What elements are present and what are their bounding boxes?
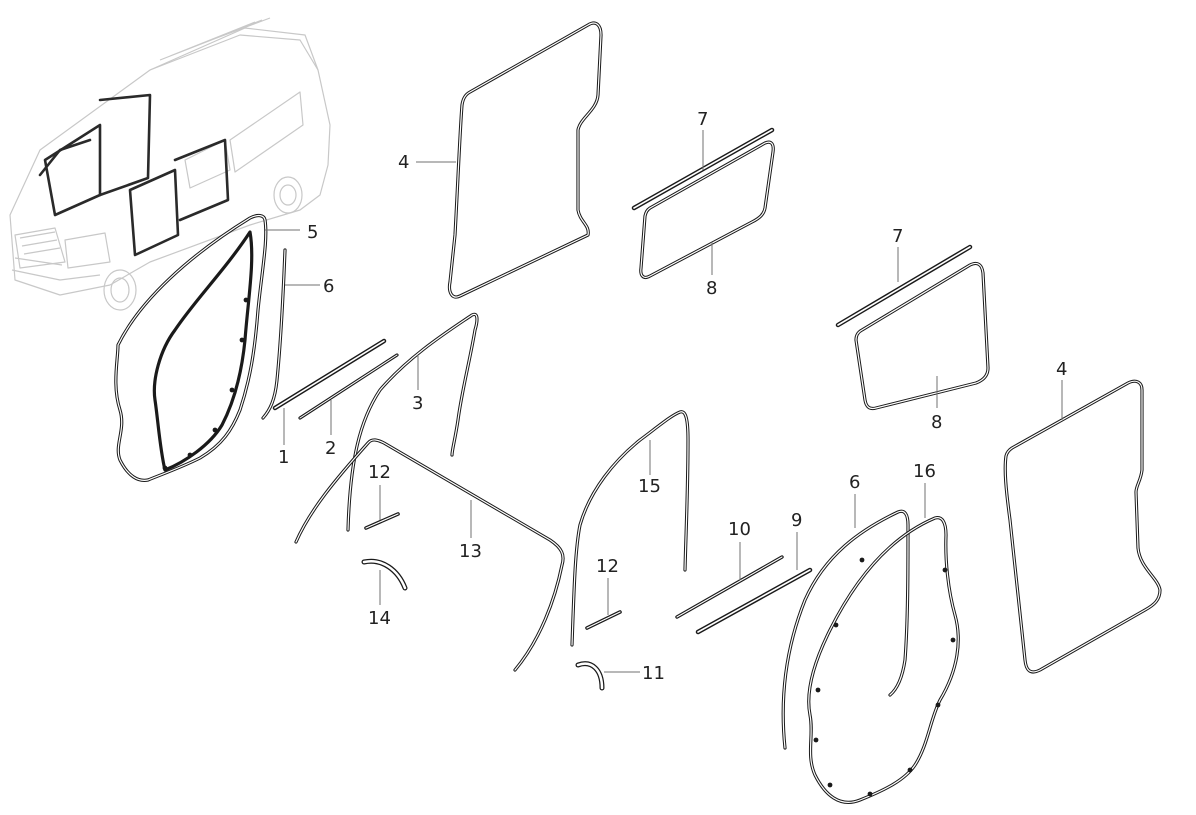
part-3-glass-run (346, 312, 479, 532)
part-8-window-frame-lower (854, 261, 990, 411)
callout-8-lower: 8 (931, 412, 942, 433)
part-11-corner-piece (575, 661, 605, 691)
leader-lines (265, 130, 1063, 673)
callout-3: 3 (412, 393, 423, 414)
callout-9: 9 (791, 510, 802, 531)
callout-5: 5 (307, 222, 318, 243)
callout-6-left: 6 (323, 276, 334, 297)
callout-12-left: 12 (368, 462, 391, 483)
part-5-front-door-seal (114, 213, 268, 482)
callout-7-lower: 7 (892, 226, 903, 247)
part-12-small-strip-left (364, 512, 400, 530)
callout-6-right: 6 (849, 472, 860, 493)
part-6-front-outer-seal (261, 248, 287, 420)
part-9-belt-strip (695, 567, 813, 635)
part-4-sliding-door-seal-right (1003, 379, 1162, 674)
part-14-corner-piece (361, 558, 408, 591)
part-4-sliding-door-seal-top (447, 21, 603, 299)
callout-11: 11 (642, 663, 665, 684)
part-12-small-strip-right (585, 610, 622, 630)
callout-4-right: 4 (1056, 359, 1067, 380)
part-10-belt-strip (675, 555, 784, 619)
callout-2: 2 (325, 438, 336, 459)
callout-7-upper: 7 (697, 109, 708, 130)
part-7-window-strip-lower (835, 244, 973, 328)
callout-13: 13 (459, 541, 482, 562)
part-1-belt-strip (272, 338, 387, 411)
callout-16: 16 (913, 461, 936, 482)
part-2-belt-strip (298, 353, 399, 420)
part-6-rear-outer-seal (781, 509, 910, 750)
callout-10: 10 (728, 519, 751, 540)
part-15-rear-glass-run (570, 410, 690, 647)
callout-12-right: 12 (596, 556, 619, 577)
callout-15: 15 (638, 476, 661, 497)
part-16-rear-door-seal (807, 516, 960, 804)
van-overview (9, 17, 331, 311)
callout-8-upper: 8 (706, 278, 717, 299)
callout-1: 1 (278, 447, 289, 468)
callout-14: 14 (368, 608, 391, 629)
callout-numbers: 4 5 6 7 8 7 8 4 1 2 3 12 13 14 15 12 11 … (278, 109, 1067, 684)
callout-4-top: 4 (398, 152, 409, 173)
part-13-long-seal (294, 438, 565, 672)
part-8-window-frame-upper (639, 140, 775, 280)
